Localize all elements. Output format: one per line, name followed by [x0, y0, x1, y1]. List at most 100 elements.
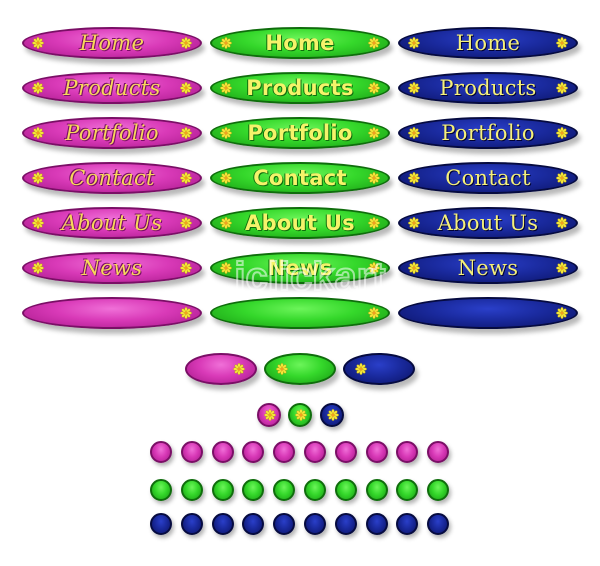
blue-dot-button[interactable] [427, 513, 450, 535]
green-news-button[interactable]: News [210, 252, 390, 284]
pink-small-pill-button[interactable] [185, 353, 257, 385]
pink-dot-button[interactable] [180, 441, 203, 463]
flower-icon [408, 127, 420, 139]
blue-contact-button[interactable]: Contact [398, 162, 578, 194]
green-dot-button[interactable] [304, 479, 326, 501]
pink-portfolio-button[interactable]: Portfolio [22, 117, 202, 149]
blue-news-button[interactable]: News [398, 252, 578, 284]
pink-blank-button[interactable] [22, 297, 202, 329]
green-dot-button[interactable] [273, 479, 296, 501]
button-label: Contact [253, 165, 347, 190]
blue-round-flower-button[interactable] [320, 403, 344, 427]
flower-icon [220, 262, 232, 274]
flower-icon [368, 172, 380, 184]
pink-about-us-button[interactable]: About Us [22, 207, 202, 239]
flower-icon [220, 82, 232, 94]
green-portfolio-button[interactable]: Portfolio [210, 117, 390, 149]
blue-dot-button[interactable] [334, 513, 357, 535]
button-label: Products [63, 75, 161, 100]
green-about-us-button[interactable]: About Us [210, 207, 390, 239]
button-label: News [267, 255, 333, 280]
blue-dot-button[interactable] [273, 513, 296, 535]
green-round-flower-button[interactable] [288, 403, 312, 427]
flower-icon [220, 217, 232, 229]
flower-icon [556, 262, 568, 274]
pink-dot-button[interactable] [396, 441, 419, 463]
pink-home-button[interactable]: Home [22, 27, 202, 59]
flower-icon [220, 127, 232, 139]
flower-icon [32, 172, 44, 184]
flower-icon [32, 82, 44, 94]
green-products-button[interactable]: Products [210, 72, 390, 104]
blue-dot-button[interactable] [150, 513, 172, 535]
button-label: Products [439, 75, 537, 100]
pink-dot-button[interactable] [242, 441, 265, 463]
flower-icon [32, 217, 44, 229]
flower-icon [276, 363, 288, 375]
flower-icon [220, 37, 232, 49]
flower-icon [32, 262, 44, 274]
green-dot-button[interactable] [334, 479, 357, 501]
button-label: Products [246, 75, 354, 100]
pink-round-flower-button[interactable] [257, 403, 281, 427]
green-dot-button[interactable] [242, 479, 265, 501]
flower-icon [556, 37, 568, 49]
green-dot-button[interactable] [150, 479, 172, 501]
blue-dot-button[interactable] [242, 513, 265, 535]
flower-icon [408, 172, 420, 184]
flower-icon [327, 409, 339, 421]
blue-small-pill-button[interactable] [343, 353, 415, 385]
flower-icon [368, 82, 380, 94]
green-dot-button[interactable] [180, 479, 203, 501]
flower-icon [368, 217, 380, 229]
blue-about-us-button[interactable]: About Us [398, 207, 578, 239]
button-label: Contact [69, 165, 155, 190]
flower-icon [233, 363, 245, 375]
pink-dot-button[interactable] [211, 441, 234, 463]
green-blank-button[interactable] [210, 297, 390, 329]
blue-products-button[interactable]: Products [398, 72, 578, 104]
green-dot-button[interactable] [211, 479, 234, 501]
flower-icon [220, 172, 232, 184]
blue-home-button[interactable]: Home [398, 27, 578, 59]
pink-contact-button[interactable]: Contact [22, 162, 202, 194]
green-dot-button[interactable] [365, 479, 388, 501]
flower-icon [368, 262, 380, 274]
blue-dot-button[interactable] [396, 513, 419, 535]
button-label: About Us [61, 210, 163, 235]
button-label: Home [79, 30, 145, 55]
pink-news-button[interactable]: News [22, 252, 202, 284]
green-dot-button[interactable] [427, 479, 450, 501]
flower-icon [32, 37, 44, 49]
button-label: Contact [445, 165, 531, 190]
pink-dot-button[interactable] [273, 441, 296, 463]
button-label: News [457, 255, 519, 280]
green-home-button[interactable]: Home [210, 27, 390, 59]
flower-icon [368, 307, 380, 319]
pink-dot-button[interactable] [365, 441, 388, 463]
blue-dot-button[interactable] [365, 513, 388, 535]
flower-icon [32, 127, 44, 139]
flower-icon [295, 409, 307, 421]
green-dot-button[interactable] [396, 479, 419, 501]
blue-dot-button[interactable] [180, 513, 203, 535]
pink-dot-button[interactable] [304, 441, 326, 463]
green-contact-button[interactable]: Contact [210, 162, 390, 194]
button-label: Portfolio [441, 120, 535, 145]
blue-dot-button[interactable] [304, 513, 326, 535]
green-small-pill-button[interactable] [264, 353, 336, 385]
pink-products-button[interactable]: Products [22, 72, 202, 104]
pink-dot-button[interactable] [334, 441, 357, 463]
button-label: Portfolio [247, 120, 353, 145]
flower-icon [180, 172, 192, 184]
flower-icon [556, 217, 568, 229]
blue-portfolio-button[interactable]: Portfolio [398, 117, 578, 149]
flower-icon [180, 82, 192, 94]
pink-dot-button[interactable] [150, 441, 172, 463]
button-label: Home [455, 30, 521, 55]
pink-dot-button[interactable] [427, 441, 450, 463]
button-label: About Us [245, 210, 355, 235]
blue-dot-button[interactable] [211, 513, 234, 535]
flower-icon [556, 127, 568, 139]
blue-blank-button[interactable] [398, 297, 578, 329]
